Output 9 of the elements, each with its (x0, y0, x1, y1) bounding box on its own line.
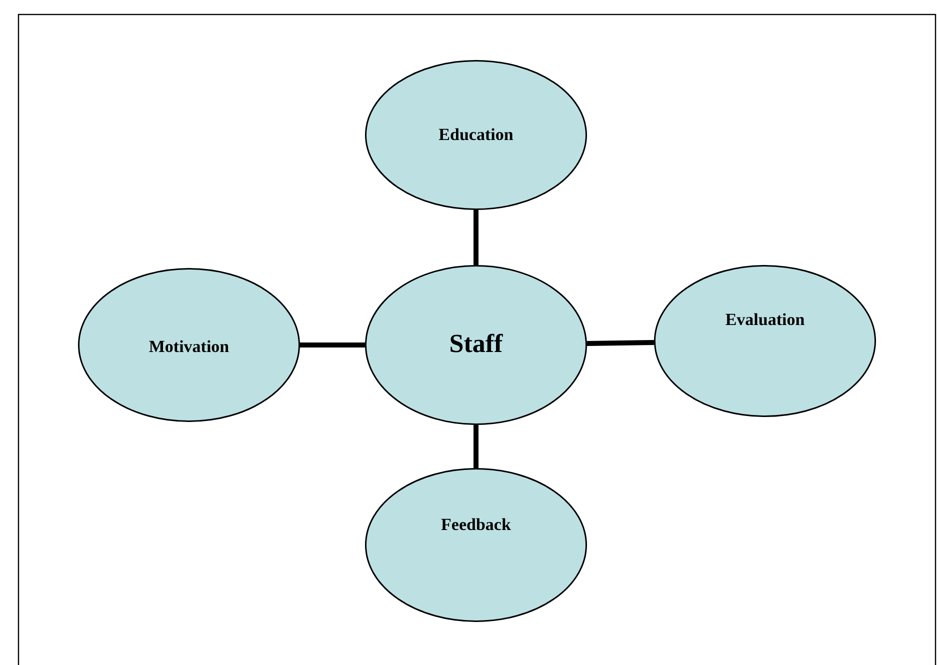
node-label: Evaluation (724, 310, 806, 330)
connector-line (300, 342, 365, 348)
node-label: Education (438, 124, 514, 145)
node-label: Staff (448, 329, 504, 360)
connector-line (474, 425, 478, 468)
node-label: Motivation (148, 336, 230, 357)
node-label: Feedback (440, 514, 512, 535)
connector-line (586, 340, 654, 346)
connector-line (474, 210, 478, 265)
